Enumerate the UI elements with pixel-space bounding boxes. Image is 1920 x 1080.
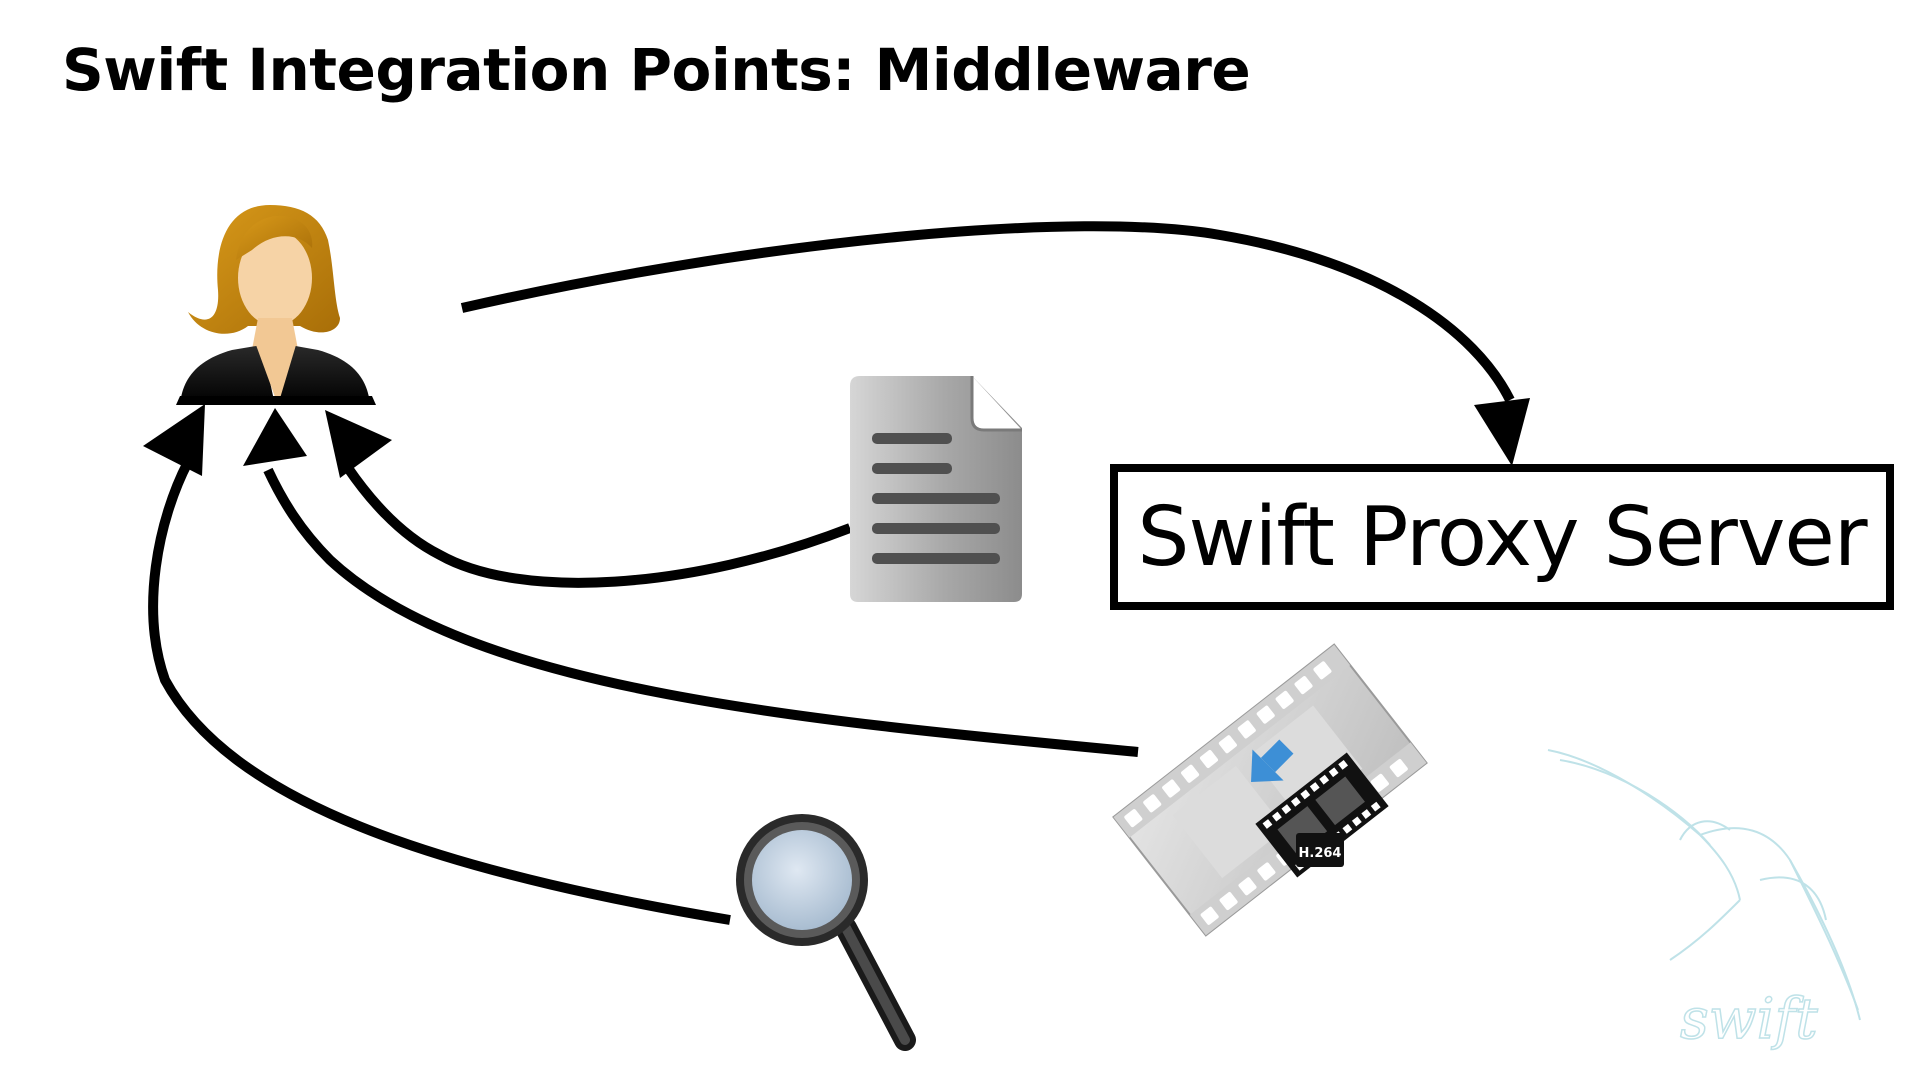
slide-title: Swift Integration Points: Middleware	[62, 36, 1251, 104]
video-transcode-icon: H.264	[1112, 643, 1428, 937]
swift-proxy-server-box: Swift Proxy Server	[1110, 464, 1894, 610]
arrowhead-search-user	[143, 404, 205, 476]
search-icon	[736, 814, 916, 1051]
arrow-document-to-user	[343, 465, 852, 588]
arrowhead-proxy	[1474, 398, 1530, 466]
arrow-video-to-user	[263, 467, 1139, 757]
video-badge: H.264	[1299, 846, 1342, 861]
document-icon	[850, 376, 1022, 602]
swift-proxy-server-label: Swift Proxy Server	[1137, 489, 1867, 585]
arrowhead-video-user	[243, 408, 307, 466]
arrow-user-to-proxy	[460, 221, 1515, 403]
swift-bird-logo	[1547, 749, 1861, 1021]
arrowhead-document-user	[325, 410, 392, 478]
user-icon	[176, 205, 376, 405]
arrow-search-to-user	[148, 459, 731, 925]
swift-logo-text: swift	[1680, 987, 1818, 1052]
